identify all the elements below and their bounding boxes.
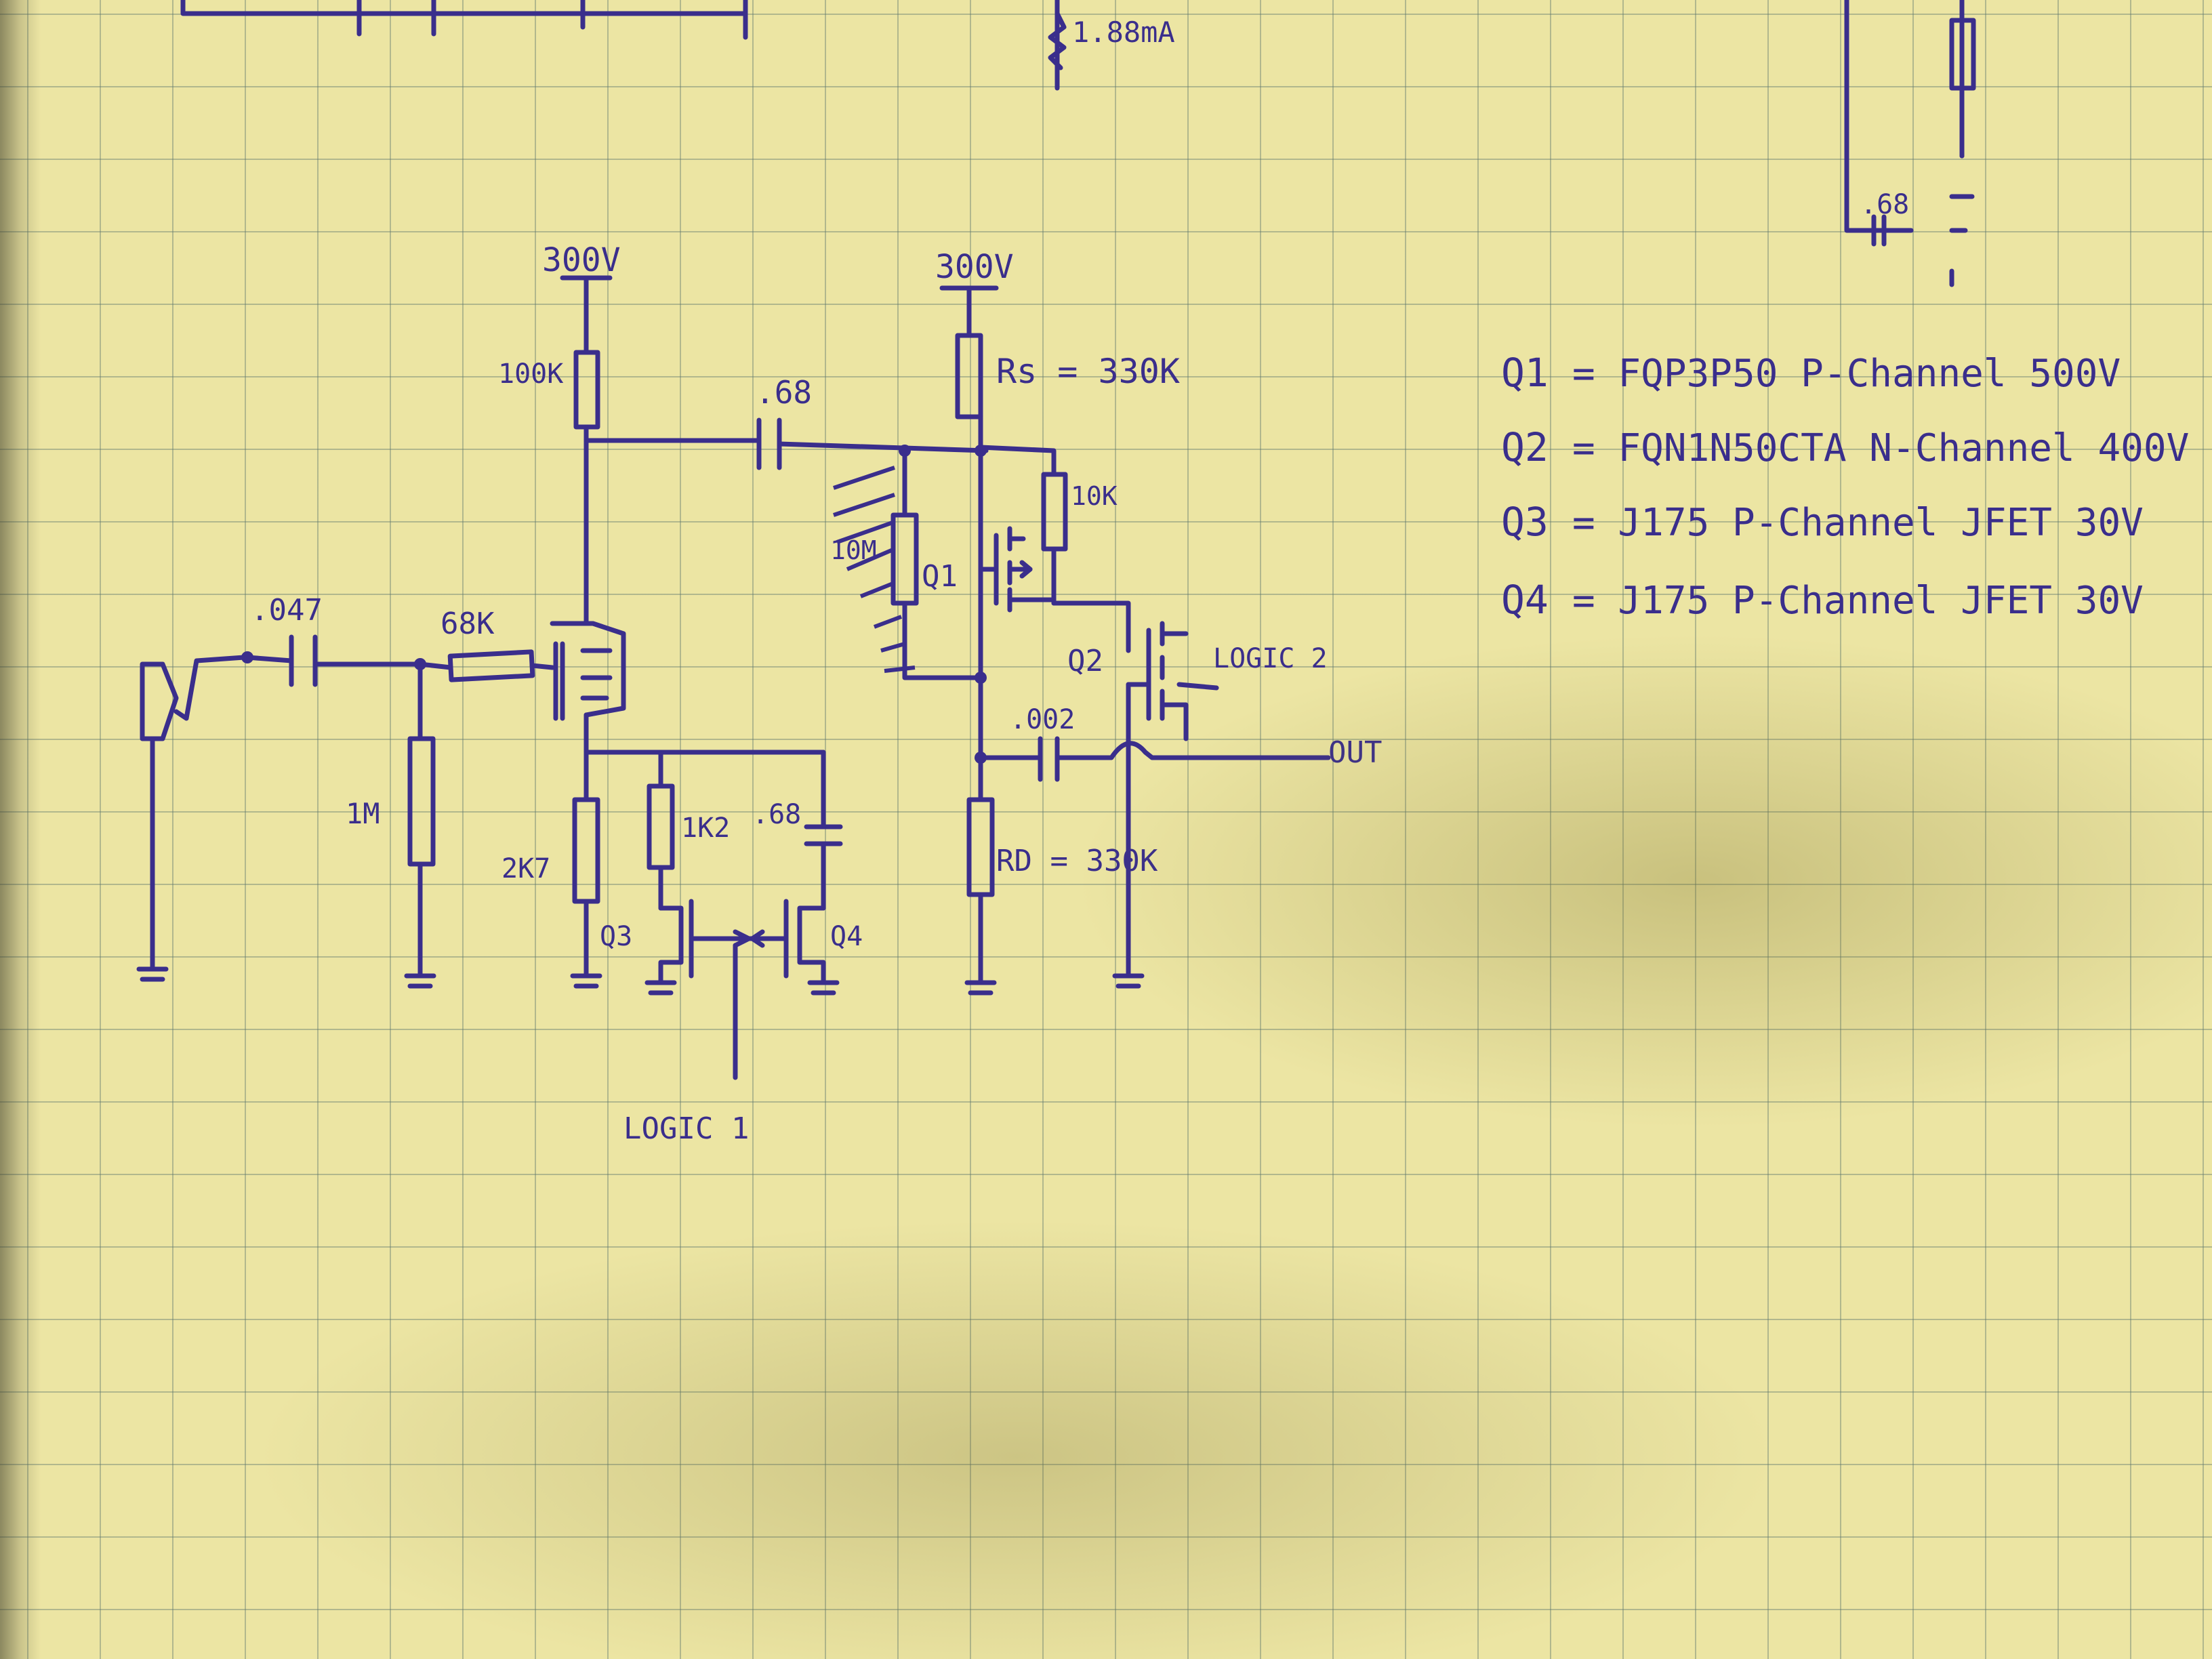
rd-label: RD = 330K — [996, 844, 1158, 878]
q1-label: Q1 — [922, 559, 958, 594]
legend-q2-ref: Q2 — [1501, 424, 1549, 470]
current-annotation: 1.88mA — [1072, 16, 1175, 49]
r-10m-label: 10M — [830, 535, 877, 565]
supply-right-label: 300V — [935, 248, 1014, 286]
r-1k2-label: 1K2 — [681, 813, 730, 844]
logic1-label: LOGIC 1 — [623, 1111, 749, 1146]
resistor-10m — [890, 512, 919, 606]
r-10k-label: 10K — [1071, 481, 1118, 511]
supply-left-label: 300V — [542, 241, 621, 279]
jfet-q3 — [658, 905, 684, 985]
r-68k-label: 68K — [441, 607, 495, 641]
capacitor-068-top — [756, 417, 782, 470]
c-047-label: .047 — [251, 593, 323, 628]
r-2k7-label: 2K7 — [501, 853, 550, 884]
resistor-68k — [447, 649, 535, 682]
r-100k-label: 100K — [498, 359, 563, 390]
legend-q3-text: = J175 P-Channel JFET 30V — [1572, 501, 2144, 545]
component-legend: Q1 = FQP3P50 P-Channel 500V Q2 = FQN1N50… — [1501, 350, 2189, 623]
top-right-partial-circuit — [1844, 0, 1976, 287]
resistor-2k7 — [572, 797, 600, 904]
capacitor-068-bottom — [804, 824, 843, 846]
resistor-10k — [1041, 472, 1068, 552]
resistor-100k — [573, 350, 600, 430]
input-jack — [140, 661, 179, 741]
out-label: OUT — [1328, 735, 1382, 770]
resistor-rd — [966, 797, 995, 897]
logic2-label: LOGIC 2 — [1213, 643, 1328, 674]
rs-label: Rs = 330K — [996, 352, 1180, 391]
legend-q1-text: = FQP3P50 P-Channel 500V — [1572, 352, 2121, 396]
legend-q1-ref: Q1 — [1501, 350, 1549, 396]
q2-label: Q2 — [1067, 644, 1103, 678]
resistor-rs — [955, 333, 983, 419]
c-068-top-label: .68 — [756, 374, 812, 411]
legend-q4-text: = J175 P-Channel JFET 30V — [1572, 579, 2144, 623]
q3-label: Q3 — [600, 921, 632, 952]
legend-q3-ref: Q3 — [1501, 499, 1549, 545]
q4-label: Q4 — [830, 921, 863, 952]
r-1m-label: 1M — [346, 797, 380, 830]
capacitor-002 — [1038, 736, 1060, 782]
left-stage — [136, 275, 989, 1080]
legend-q4-ref: Q4 — [1501, 577, 1549, 623]
jfet-q4 — [797, 905, 826, 985]
resistor-1k2 — [647, 783, 675, 870]
legend-q2-text: = FQN1N50CTA N-Channel 400V — [1572, 426, 2189, 470]
c-002-label: .002 — [1010, 704, 1075, 735]
c-068-bottom-label: .68 — [752, 799, 801, 830]
capacitor-047 — [289, 634, 318, 687]
resistor-1m — [407, 736, 436, 867]
top-partial-circuit — [180, 0, 1067, 91]
top-right-cap-label: .68 — [1860, 189, 1909, 220]
right-stage — [833, 285, 1331, 996]
